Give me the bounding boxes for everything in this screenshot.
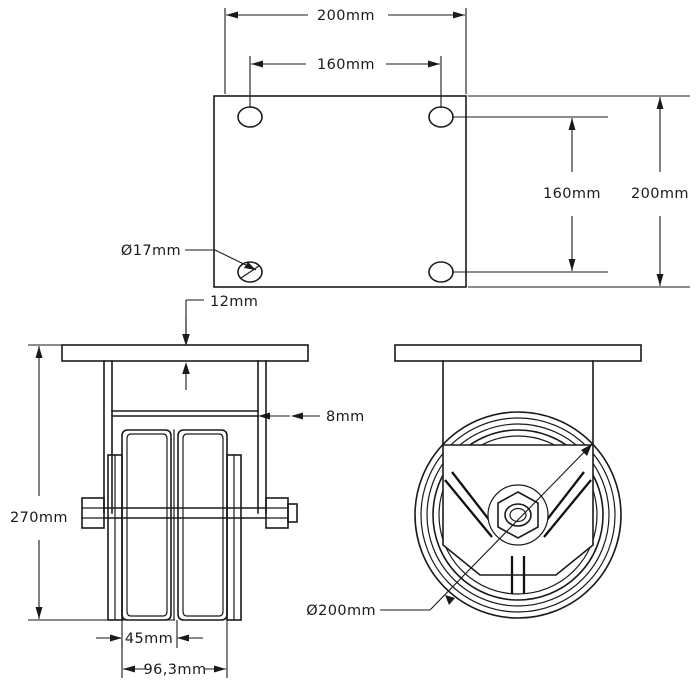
dim-label-hole-spacing-y: 160mm bbox=[543, 186, 601, 202]
arrowhead-top bbox=[656, 97, 664, 109]
arrowhead-down bbox=[182, 334, 190, 346]
wheel-outer-ring-3 bbox=[426, 423, 610, 607]
wheel-outer-ring-4 bbox=[432, 429, 604, 601]
dim-label-plate-depth: 200mm bbox=[631, 186, 689, 202]
arrowhead-up bbox=[182, 362, 190, 374]
wheel-left-half-outline bbox=[121, 429, 172, 621]
arrowhead-8mm-left bbox=[258, 412, 270, 420]
mounting-hole-top-left bbox=[237, 106, 263, 128]
axle-hex-nut bbox=[497, 491, 539, 539]
dim-overall-height-270mm: 270mm bbox=[10, 344, 175, 621]
wheel-outer-ring-2 bbox=[420, 417, 616, 613]
dim-plate-width-200mm: 200mm bbox=[224, 8, 467, 94]
dim-overall-width-963mm: 96,3mm bbox=[121, 620, 228, 678]
axle-bolt-end-right bbox=[287, 503, 298, 523]
dim-fork-thickness-8mm: 8mm bbox=[258, 409, 365, 425]
axle-hole-outer bbox=[504, 503, 532, 527]
arrowhead-right-inward bbox=[177, 634, 189, 642]
dim-hole-spacing-x-160mm: 160mm bbox=[249, 56, 442, 108]
dim-plate-depth-200mm: 200mm bbox=[468, 95, 690, 288]
arrowhead-left bbox=[251, 60, 263, 68]
mounting-hole-top-right bbox=[428, 106, 454, 128]
top-view bbox=[213, 95, 467, 288]
arrowhead-top bbox=[568, 118, 576, 130]
dim-label-fork-thickness: 8mm bbox=[326, 409, 365, 425]
arrowhead-top bbox=[35, 346, 43, 358]
dim-label-hole-spacing-x: 160mm bbox=[317, 57, 375, 73]
top-view-plate-outline bbox=[213, 95, 467, 288]
spoke-upper-left-edge bbox=[444, 479, 493, 538]
dim-label-overall-width: 96,3mm bbox=[144, 662, 207, 678]
leader-diameter-line bbox=[429, 443, 593, 611]
hole-callout-slash bbox=[240, 265, 260, 279]
side-view-mounting-plate bbox=[394, 344, 642, 362]
dim-label-wheel-diameter: Ø200mm bbox=[306, 603, 376, 619]
wheel-rim-inner-ring bbox=[438, 435, 598, 595]
leader-arrowhead bbox=[244, 262, 256, 270]
callout-wheel-diameter-200mm: Ø200mm bbox=[306, 443, 593, 619]
arrowhead-left-inward bbox=[110, 634, 122, 642]
leader-arrowhead-upper bbox=[581, 444, 592, 456]
dim-label-plate-thickness: 12mm bbox=[210, 294, 258, 310]
wheel-right-half-outline bbox=[177, 429, 228, 621]
arrowhead-bottom bbox=[656, 274, 664, 286]
wheel-left-half-inner bbox=[126, 433, 168, 617]
arrowhead-8mm-right bbox=[291, 412, 303, 420]
arrowhead-right bbox=[214, 665, 226, 673]
arrowhead-bottom bbox=[35, 607, 43, 619]
arrowhead-right bbox=[428, 60, 440, 68]
arrowhead-left bbox=[226, 11, 238, 19]
callout-hole-diameter-17mm: Ø17mm bbox=[121, 243, 257, 271]
dim-label-plate-width: 200mm bbox=[317, 8, 375, 24]
spoke-upper-right-edge bbox=[543, 479, 592, 538]
dim-label-overall-height: 270mm bbox=[10, 510, 68, 526]
arrowhead-bottom bbox=[568, 259, 576, 271]
dim-plate-thickness-12mm: 12mm bbox=[182, 294, 258, 390]
dim-label-hole-diameter: Ø17mm bbox=[121, 243, 181, 259]
dim-label-tread-width: 45mm bbox=[125, 631, 173, 647]
dim-tread-width-45mm: 45mm bbox=[96, 620, 203, 648]
side-view bbox=[394, 344, 642, 619]
front-view bbox=[61, 344, 309, 621]
axle-nut-left bbox=[81, 497, 105, 529]
axle-nut-right bbox=[265, 497, 289, 529]
arrowhead-left bbox=[123, 665, 135, 673]
front-view-mounting-plate bbox=[61, 344, 309, 362]
wheel-outer-ring-1 bbox=[414, 411, 622, 619]
dim-hole-spacing-y-160mm: 160mm bbox=[452, 116, 608, 273]
wheel-right-half-inner bbox=[182, 433, 224, 617]
mounting-hole-bottom-right bbox=[428, 261, 454, 283]
arrowhead-right bbox=[453, 11, 465, 19]
leader-arrowhead-lower bbox=[445, 595, 455, 605]
axle-hole-inner bbox=[509, 507, 527, 523]
